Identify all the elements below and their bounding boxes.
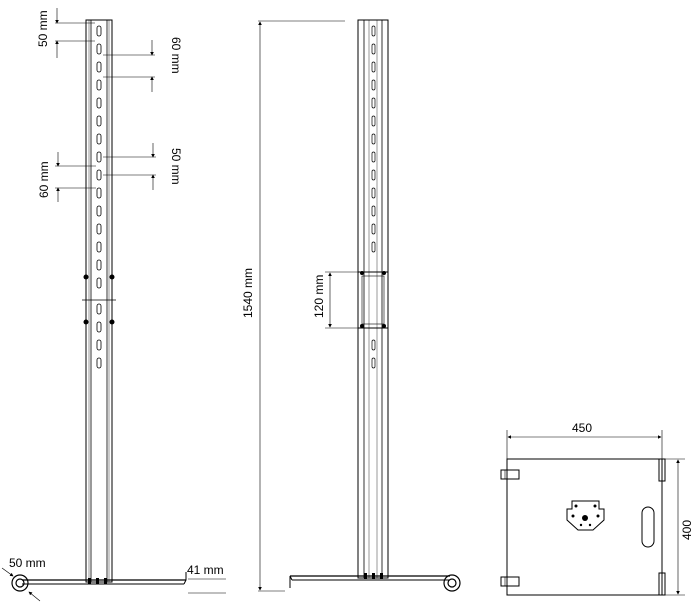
- dim-width-label: 450: [572, 421, 592, 435]
- top-view: 450 400: [500, 421, 694, 596]
- mount-bracket: [566, 500, 605, 531]
- side-view: 1540 mm 120 mm: [241, 19, 461, 592]
- dim-bracket: 120 mm: [312, 271, 358, 329]
- dim-depth-label: 400: [680, 520, 694, 540]
- dim-foot-height-label: 41 mm: [187, 563, 224, 577]
- dim-bracket-label: 120 mm: [312, 275, 326, 318]
- dim-total-height-label: 1540 mm: [241, 268, 255, 318]
- dim-mid-gap-label: 50 mm: [169, 148, 183, 185]
- side-base: [289, 573, 461, 592]
- dim-total-height: 1540 mm: [241, 20, 345, 592]
- front-slots: [96, 25, 102, 369]
- dim-top-gap: 50 mm: [36, 8, 95, 58]
- side-bracket: [357, 271, 389, 329]
- base-plate: [500, 458, 666, 596]
- dim-wheel-label: 50 mm: [9, 556, 46, 570]
- dim-depth: 400: [665, 458, 694, 596]
- dim-top-gap-label: 50 mm: [36, 10, 50, 47]
- dim-width: 450: [506, 421, 663, 459]
- front-view: 50 mm 60 mm 60 mm 50 mm: [1, 8, 226, 602]
- front-bracket: [82, 274, 116, 325]
- front-column: [85, 19, 113, 583]
- dim-slot-pitch: 60 mm: [103, 37, 183, 92]
- dim-wheel: 50 mm: [1, 556, 46, 602]
- side-slots: [371, 25, 376, 369]
- dim-mid-pitch: 60 mm: [37, 152, 96, 202]
- front-base: [11, 572, 187, 592]
- dim-mid-gap: 50 mm: [103, 143, 183, 190]
- side-column: [357, 19, 389, 579]
- dim-mid-pitch-label: 60 mm: [37, 161, 51, 198]
- dim-foot-height: 41 mm: [187, 563, 226, 594]
- dim-slot-pitch-label: 60 mm: [169, 37, 183, 74]
